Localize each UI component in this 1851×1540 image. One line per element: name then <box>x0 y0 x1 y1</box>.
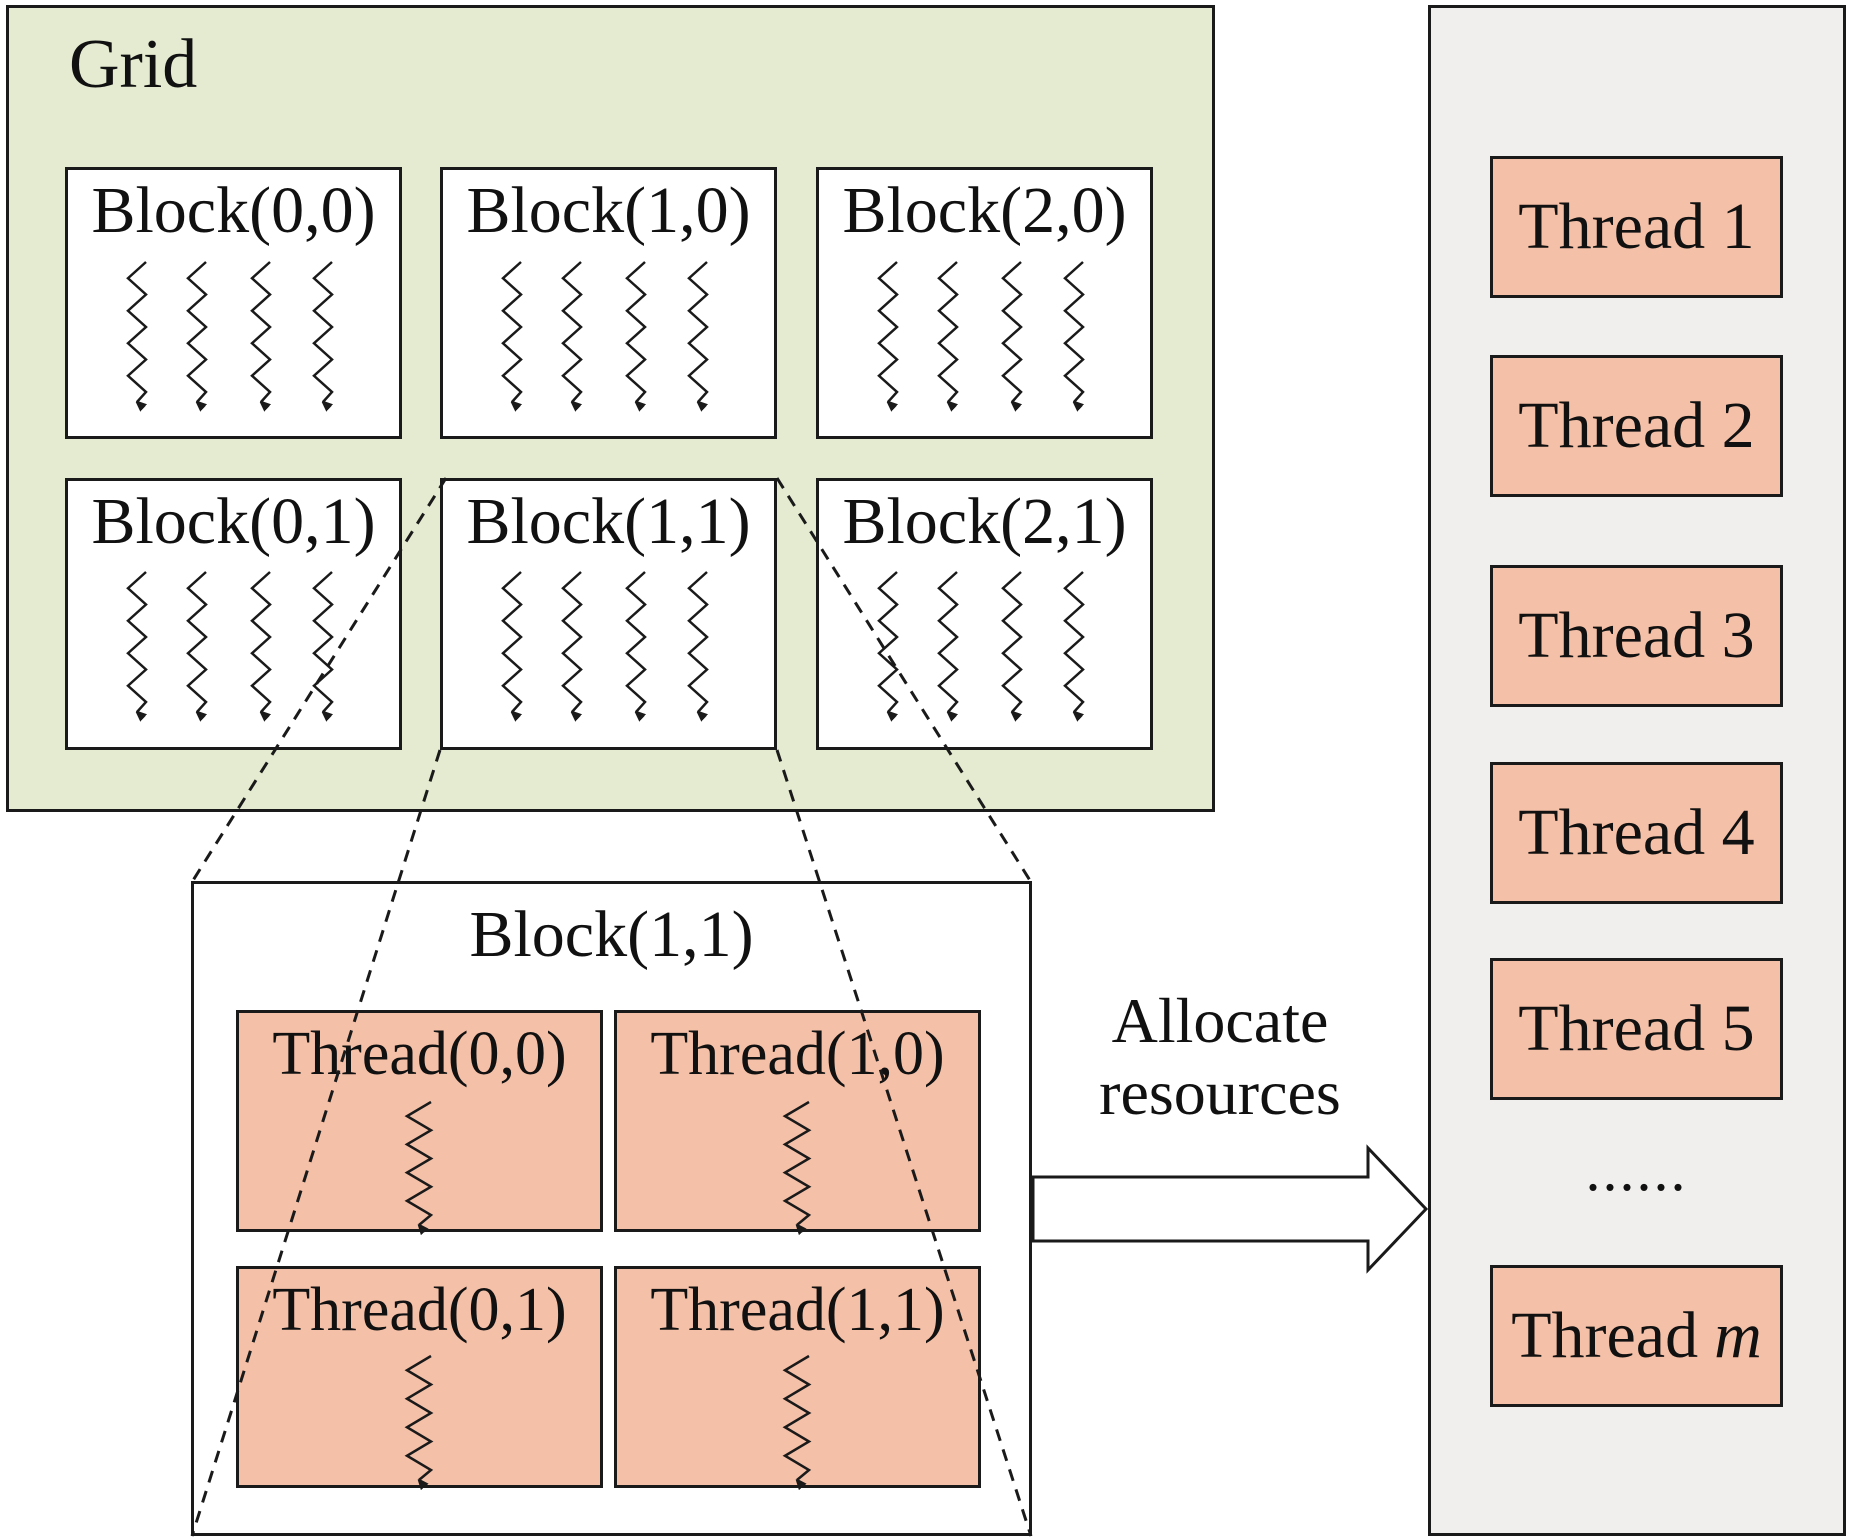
thread-arrow <box>561 261 583 402</box>
thread-arrow <box>250 261 272 402</box>
block-0-0: Block(0,0) <box>65 167 402 439</box>
thread-box-label: Thread 2 <box>1518 389 1755 462</box>
arrow-label-line-2: resources <box>1099 1056 1341 1128</box>
thread-arrow <box>877 261 899 402</box>
thread-arrow <box>625 261 647 402</box>
arrow-label-line-1: Allocate <box>1111 985 1329 1056</box>
thread-arrow <box>312 571 334 712</box>
block-label: Block(1,1) <box>466 485 751 558</box>
thread-box-5: Thread 5 <box>1490 958 1783 1100</box>
thread-box-label: Thread 3 <box>1518 599 1755 672</box>
thread-box-1: Thread 1 <box>1490 156 1783 298</box>
thread-arrow <box>404 1100 434 1225</box>
thread-cell-label: Thread(1,0) <box>650 1020 945 1088</box>
thread-arrow <box>186 571 208 712</box>
grid-title: Grid <box>69 26 198 103</box>
thread-arrow <box>687 571 709 712</box>
thread-squiggles <box>126 261 1085 1480</box>
thread-cell-label: Thread(0,1) <box>272 1276 567 1344</box>
thread-arrow <box>126 261 148 402</box>
zoomed-block-title: Block(1,1) <box>469 898 754 971</box>
thread-box-label: Thread <box>1511 1299 1699 1372</box>
allocate-arrow <box>1031 1144 1429 1274</box>
thread-arrow <box>126 571 148 712</box>
allocate-resources-label: Allocate resources <box>1060 985 1380 1128</box>
zoom-line-inner-right <box>775 749 1033 1537</box>
thread-box-label: Thread 1 <box>1518 190 1755 263</box>
thread-box-4: Thread 4 <box>1490 762 1783 904</box>
thread-cell-label: Thread(0,0) <box>272 1020 567 1088</box>
block-0-1: Block(0,1) <box>65 478 402 750</box>
thread-arrow <box>561 571 583 712</box>
thread-cell-0-0: Thread(0,0) <box>236 1010 603 1232</box>
thread-arrow <box>1063 571 1085 712</box>
zoom-line-outer-left <box>190 477 448 883</box>
block-1-1: Block(1,1) <box>440 478 777 750</box>
block-label: Block(0,1) <box>91 485 376 558</box>
thread-arrow <box>1063 261 1085 402</box>
thread-arrow <box>1001 261 1023 402</box>
thread-box-label: Thread 5 <box>1518 992 1755 1065</box>
thread-arrow <box>501 261 523 402</box>
thread-arrow <box>312 261 334 402</box>
zoom-line-outer-right <box>775 477 1033 883</box>
thread-arrow <box>782 1354 812 1480</box>
block-label: Block(2,0) <box>842 174 1127 247</box>
block-1-0: Block(1,0) <box>440 167 777 439</box>
block-label: Block(1,0) <box>466 174 751 247</box>
thread-arrow <box>404 1354 434 1480</box>
thread-arrow <box>877 571 899 712</box>
thread-box-3: Thread 3 <box>1490 565 1783 707</box>
block-2-0: Block(2,0) <box>816 167 1153 439</box>
thread-cell-label: Thread(1,1) <box>650 1276 945 1344</box>
block-label: Block(2,1) <box>842 485 1127 558</box>
thread-box-variable: m <box>1714 1299 1762 1372</box>
thread-box-label: Thread 4 <box>1518 796 1755 869</box>
thread-arrow <box>937 261 959 402</box>
thread-arrow <box>1001 571 1023 712</box>
block-label: Block(0,0) <box>91 174 376 247</box>
thread-arrow <box>782 1100 812 1225</box>
thread-list-ellipsis: ...... <box>1585 1137 1688 1203</box>
thread-arrow <box>937 571 959 712</box>
thread-arrow <box>250 571 272 712</box>
thread-arrow <box>625 571 647 712</box>
thread-arrow <box>687 261 709 402</box>
thread-box-2: Thread 2 <box>1490 355 1783 497</box>
thread-arrow <box>186 261 208 402</box>
zoom-dashed-lines <box>190 477 1033 1537</box>
zoom-line-inner-left <box>190 749 442 1537</box>
block-2-1: Block(2,1) <box>816 478 1153 750</box>
thread-arrow <box>501 571 523 712</box>
